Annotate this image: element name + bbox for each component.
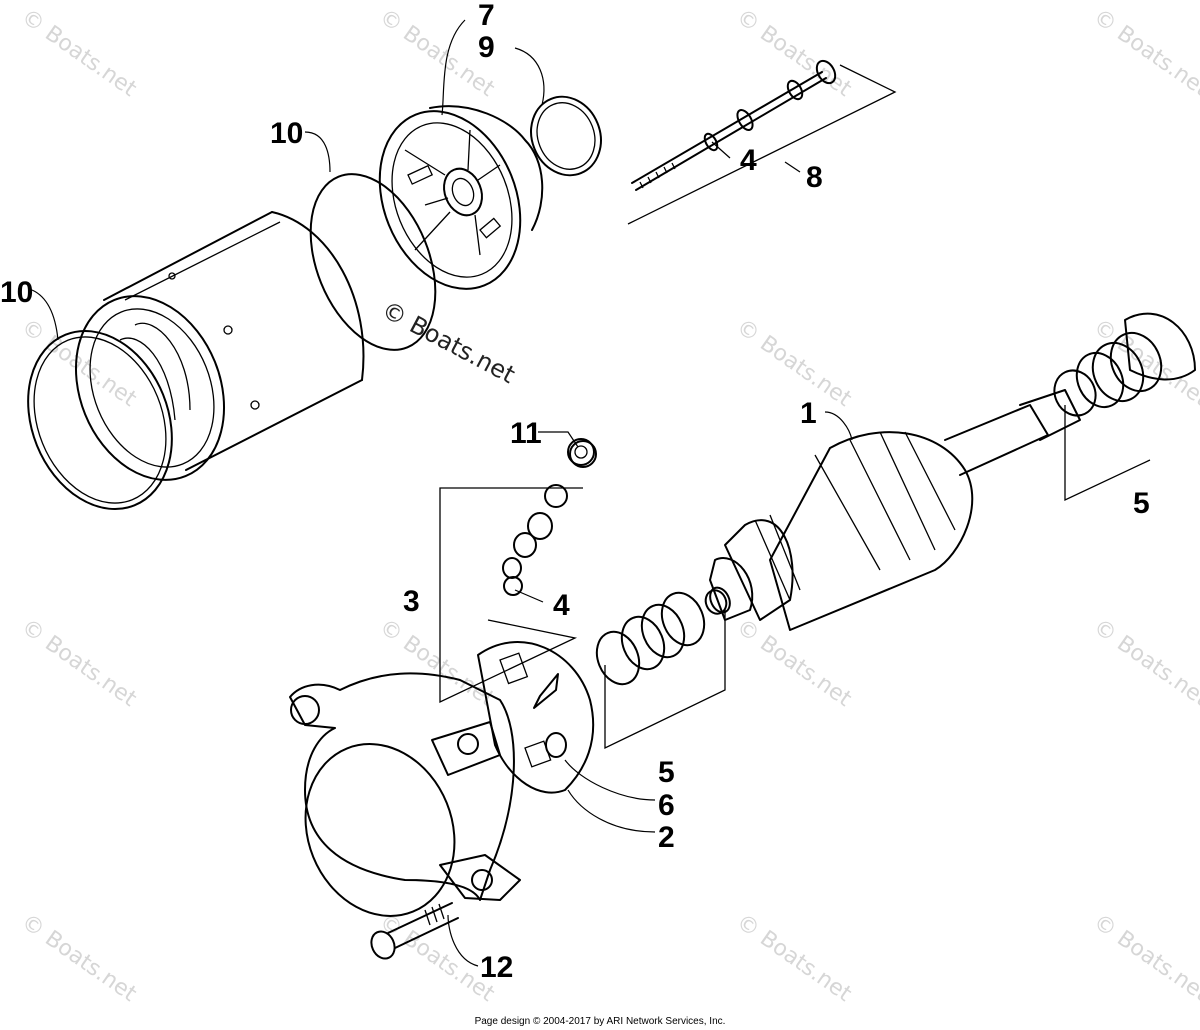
callout-labels: 7 9 10 10 4 8 1 5 11 3 4 5 6 2 12 — [0, 0, 1150, 984]
flange-bolt — [370, 902, 459, 960]
motor-housing — [74, 211, 365, 481]
washer-ring — [530, 95, 602, 177]
watermark: © Boats.net — [1089, 314, 1200, 412]
watermark: © Boats.net — [17, 614, 142, 712]
o-ring-large — [27, 329, 173, 511]
hex-nut — [567, 438, 595, 466]
watermark: © Boats.net — [1089, 614, 1200, 712]
callout-4-terminal[interactable]: 4 — [553, 589, 570, 622]
callout-2[interactable]: 2 — [658, 821, 675, 854]
end-cover — [378, 105, 544, 290]
watermark: © Boats.net — [17, 909, 142, 1007]
watermark: © Boats.net — [732, 314, 857, 412]
callout-5-right[interactable]: 5 — [1133, 487, 1150, 520]
callout-5-lower[interactable]: 5 — [658, 756, 675, 789]
watermark: © Boats.net — [1089, 4, 1200, 102]
through-bolt — [627, 59, 897, 225]
callout-9[interactable]: 9 — [478, 31, 495, 64]
watermark: © Boats.net — [732, 909, 857, 1007]
brush-holder — [477, 641, 595, 794]
page-footer: Page design © 2004-2017 by ARI Network S… — [474, 1016, 726, 1027]
callout-6[interactable]: 6 — [658, 789, 675, 822]
callout-10-left[interactable]: 10 — [0, 276, 33, 309]
callout-3[interactable]: 3 — [403, 585, 420, 618]
terminal-kit — [439, 440, 597, 704]
callout-1[interactable]: 1 — [800, 397, 817, 430]
watermark-layer: © Boats.net © Boats.net © Boats.net © Bo… — [17, 4, 1200, 1007]
callout-11[interactable]: 11 — [510, 417, 542, 450]
center-watermark: © Boats.net — [377, 296, 519, 389]
callout-8[interactable]: 8 — [806, 161, 823, 194]
washer-stack-lower — [595, 589, 728, 750]
callout-12[interactable]: 12 — [480, 951, 513, 984]
o-ring-thin — [309, 173, 437, 351]
armature — [709, 389, 1081, 631]
callout-4-bolt[interactable]: 4 — [740, 144, 757, 177]
washer-stack-right — [1053, 312, 1196, 502]
callout-7[interactable]: 7 — [478, 0, 495, 32]
watermark: © Boats.net — [1089, 909, 1200, 1007]
callout-10-top[interactable]: 10 — [270, 117, 303, 150]
callout-leaders — [31, 19, 853, 967]
watermark: © Boats.net — [17, 4, 142, 102]
drive-end-housing — [289, 672, 521, 917]
